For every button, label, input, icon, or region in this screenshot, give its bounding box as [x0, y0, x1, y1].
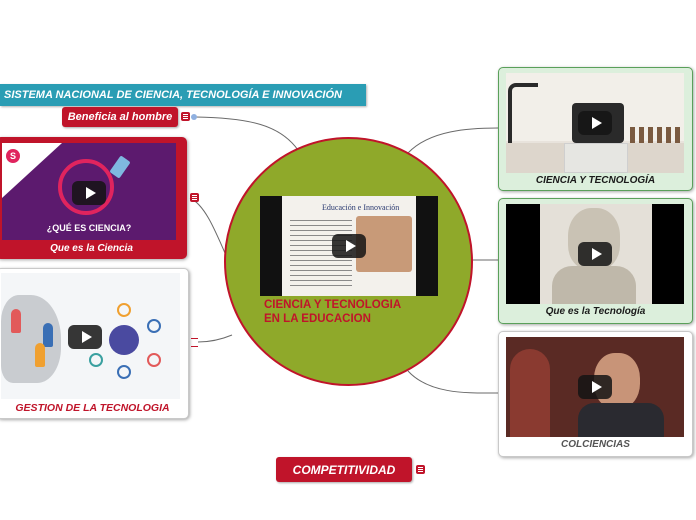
link-icon	[147, 353, 161, 367]
notes-icon[interactable]	[190, 193, 199, 202]
central-title-line-1: CIENCIA Y TECNOLOGIA	[264, 298, 401, 312]
competitividad-label: COMPETITIVIDAD	[293, 463, 396, 477]
que-es-ciencia-card[interactable]: S ¿QUÉ ES CIENCIA? Que es la Ciencia	[0, 137, 187, 259]
header-bar[interactable]: SISTEMA NACIONAL DE CIENCIA, TECNOLOGÍA …	[0, 84, 366, 106]
notes-icon[interactable]	[416, 465, 425, 474]
brand-logo-icon: S	[6, 149, 20, 163]
tecnologia-video-thumbnail[interactable]	[506, 204, 684, 304]
play-icon[interactable]	[578, 375, 612, 399]
notes-icon[interactable]	[191, 338, 198, 347]
gestion-label: GESTION DE LA TECNOLOGIA	[0, 402, 188, 414]
person-icon	[43, 323, 53, 347]
beneficia-label: Beneficia al hombre	[68, 111, 173, 123]
slide-title: Educación e Innovación	[322, 203, 399, 212]
ciencia-video-title: ¿QUÉ ES CIENCIA?	[2, 223, 176, 233]
person-icon	[35, 343, 45, 367]
bust-body	[552, 266, 636, 304]
central-title-line-2: EN LA EDUCACION	[264, 312, 401, 326]
ciencia-tecnologia-video-thumbnail[interactable]	[506, 73, 684, 173]
speaker-body	[578, 403, 664, 437]
competitividad-node[interactable]: COMPETITIVIDAD	[276, 457, 412, 482]
gestion-card[interactable]: GESTION DE LA TECNOLOGIA	[0, 268, 189, 419]
central-title: CIENCIA Y TECNOLOGIA EN LA EDUCACION	[264, 298, 401, 326]
que-es-tecnologia-card[interactable]: Que es la Tecnología	[498, 198, 693, 324]
person-icon	[11, 309, 21, 333]
central-video-thumbnail[interactable]: Educación e Innovación	[260, 196, 438, 296]
institution-icon	[117, 303, 131, 317]
colciencias-card[interactable]: COLCIENCIAS	[498, 331, 693, 457]
play-icon[interactable]	[578, 111, 612, 135]
play-icon[interactable]	[72, 181, 106, 205]
group-icon	[147, 319, 161, 333]
play-icon[interactable]	[578, 242, 612, 266]
background-figure	[510, 349, 550, 437]
colciencias-video-thumbnail[interactable]	[506, 337, 684, 437]
que-es-tecnologia-label: Que es la Tecnología	[499, 306, 692, 317]
person-icon	[117, 365, 131, 379]
header-title: SISTEMA NACIONAL DE CIENCIA, TECNOLOGÍA …	[0, 89, 342, 101]
ciencia-tecnologia-label: CIENCIA Y TECNOLOGÍA	[499, 175, 692, 186]
notes-icon[interactable]	[181, 112, 190, 121]
jar-graphic	[564, 143, 628, 173]
hub-circle	[109, 325, 139, 355]
colciencias-label: COLCIENCIAS	[499, 439, 692, 450]
beneficia-node[interactable]: Beneficia al hombre	[62, 107, 178, 127]
lamp-graphic	[508, 83, 538, 147]
play-icon[interactable]	[68, 325, 102, 349]
gestion-video-thumbnail[interactable]	[1, 273, 180, 399]
ciencia-tecnologia-card[interactable]: CIENCIA Y TECNOLOGÍA	[498, 67, 693, 191]
que-es-ciencia-label: Que es la Ciencia	[0, 243, 187, 254]
chart-icon	[89, 353, 103, 367]
play-icon[interactable]	[332, 234, 366, 258]
ciencia-video-thumbnail[interactable]: S ¿QUÉ ES CIENCIA?	[2, 143, 176, 240]
flask-icon	[109, 155, 130, 178]
